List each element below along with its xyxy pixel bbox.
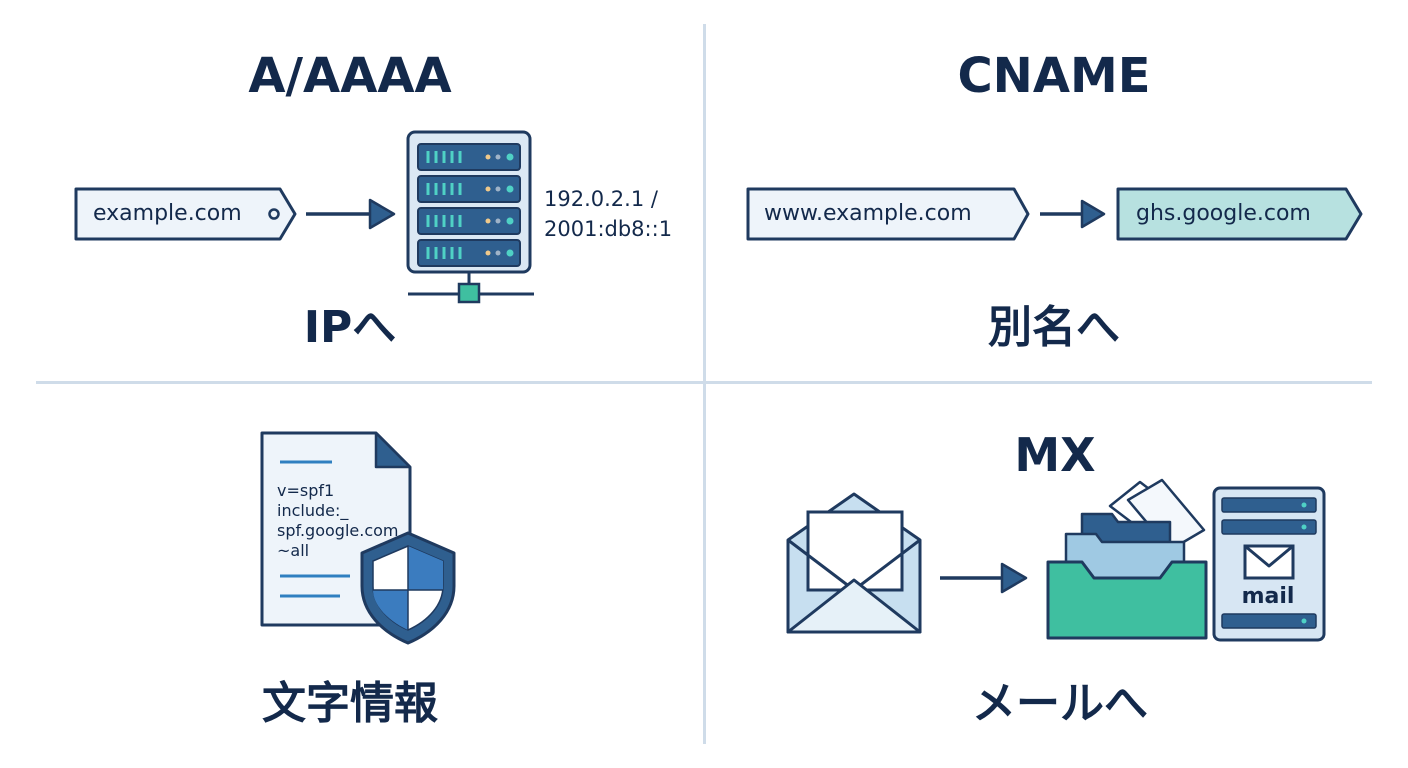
shield-icon bbox=[360, 531, 456, 645]
target-tag-label: ghs.google.com bbox=[1136, 201, 1311, 226]
spf-record-text: v=spf1 include:_ spf.google.com ~all bbox=[277, 481, 398, 561]
mail-server-icon bbox=[1212, 486, 1326, 642]
mx-title: MX bbox=[1014, 428, 1096, 482]
server-rack-icon bbox=[406, 130, 534, 304]
a-record-caption: IPへ bbox=[303, 302, 397, 353]
mail-server-label: mail bbox=[1241, 584, 1295, 609]
ip-address-text: 192.0.2.1 / 2001:db8::1 bbox=[544, 184, 694, 244]
mx-caption: メールへ bbox=[972, 678, 1148, 729]
arrow-right-icon bbox=[1040, 199, 1106, 229]
spf-line: ~all bbox=[277, 541, 310, 560]
spf-line: include:_ bbox=[277, 501, 349, 520]
domain-tag-icon bbox=[74, 187, 297, 241]
cname-caption: 別名へ bbox=[988, 302, 1120, 353]
domain-tag-label: example.com bbox=[93, 201, 242, 226]
txt-caption: 文字情報 bbox=[262, 678, 438, 729]
source-tag-icon bbox=[746, 187, 1030, 241]
horizontal-divider bbox=[36, 381, 1372, 384]
envelope-icon bbox=[786, 492, 922, 634]
target-tag-icon bbox=[1116, 187, 1363, 241]
ipv6-line: 2001:db8::1 bbox=[544, 217, 673, 241]
arrow-right-icon bbox=[940, 562, 1028, 594]
ipv4-line: 192.0.2.1 / bbox=[544, 187, 658, 211]
source-tag-label: www.example.com bbox=[764, 201, 972, 226]
a-record-title: A/AAAA bbox=[248, 48, 452, 104]
vertical-divider bbox=[703, 24, 706, 744]
spf-line: v=spf1 bbox=[277, 481, 335, 500]
cname-title: CNAME bbox=[957, 48, 1151, 104]
envelope-small-icon bbox=[1243, 544, 1295, 580]
arrow-right-icon bbox=[306, 198, 396, 230]
mail-folder-icon bbox=[1046, 478, 1208, 640]
spf-line: spf.google.com bbox=[277, 521, 399, 540]
